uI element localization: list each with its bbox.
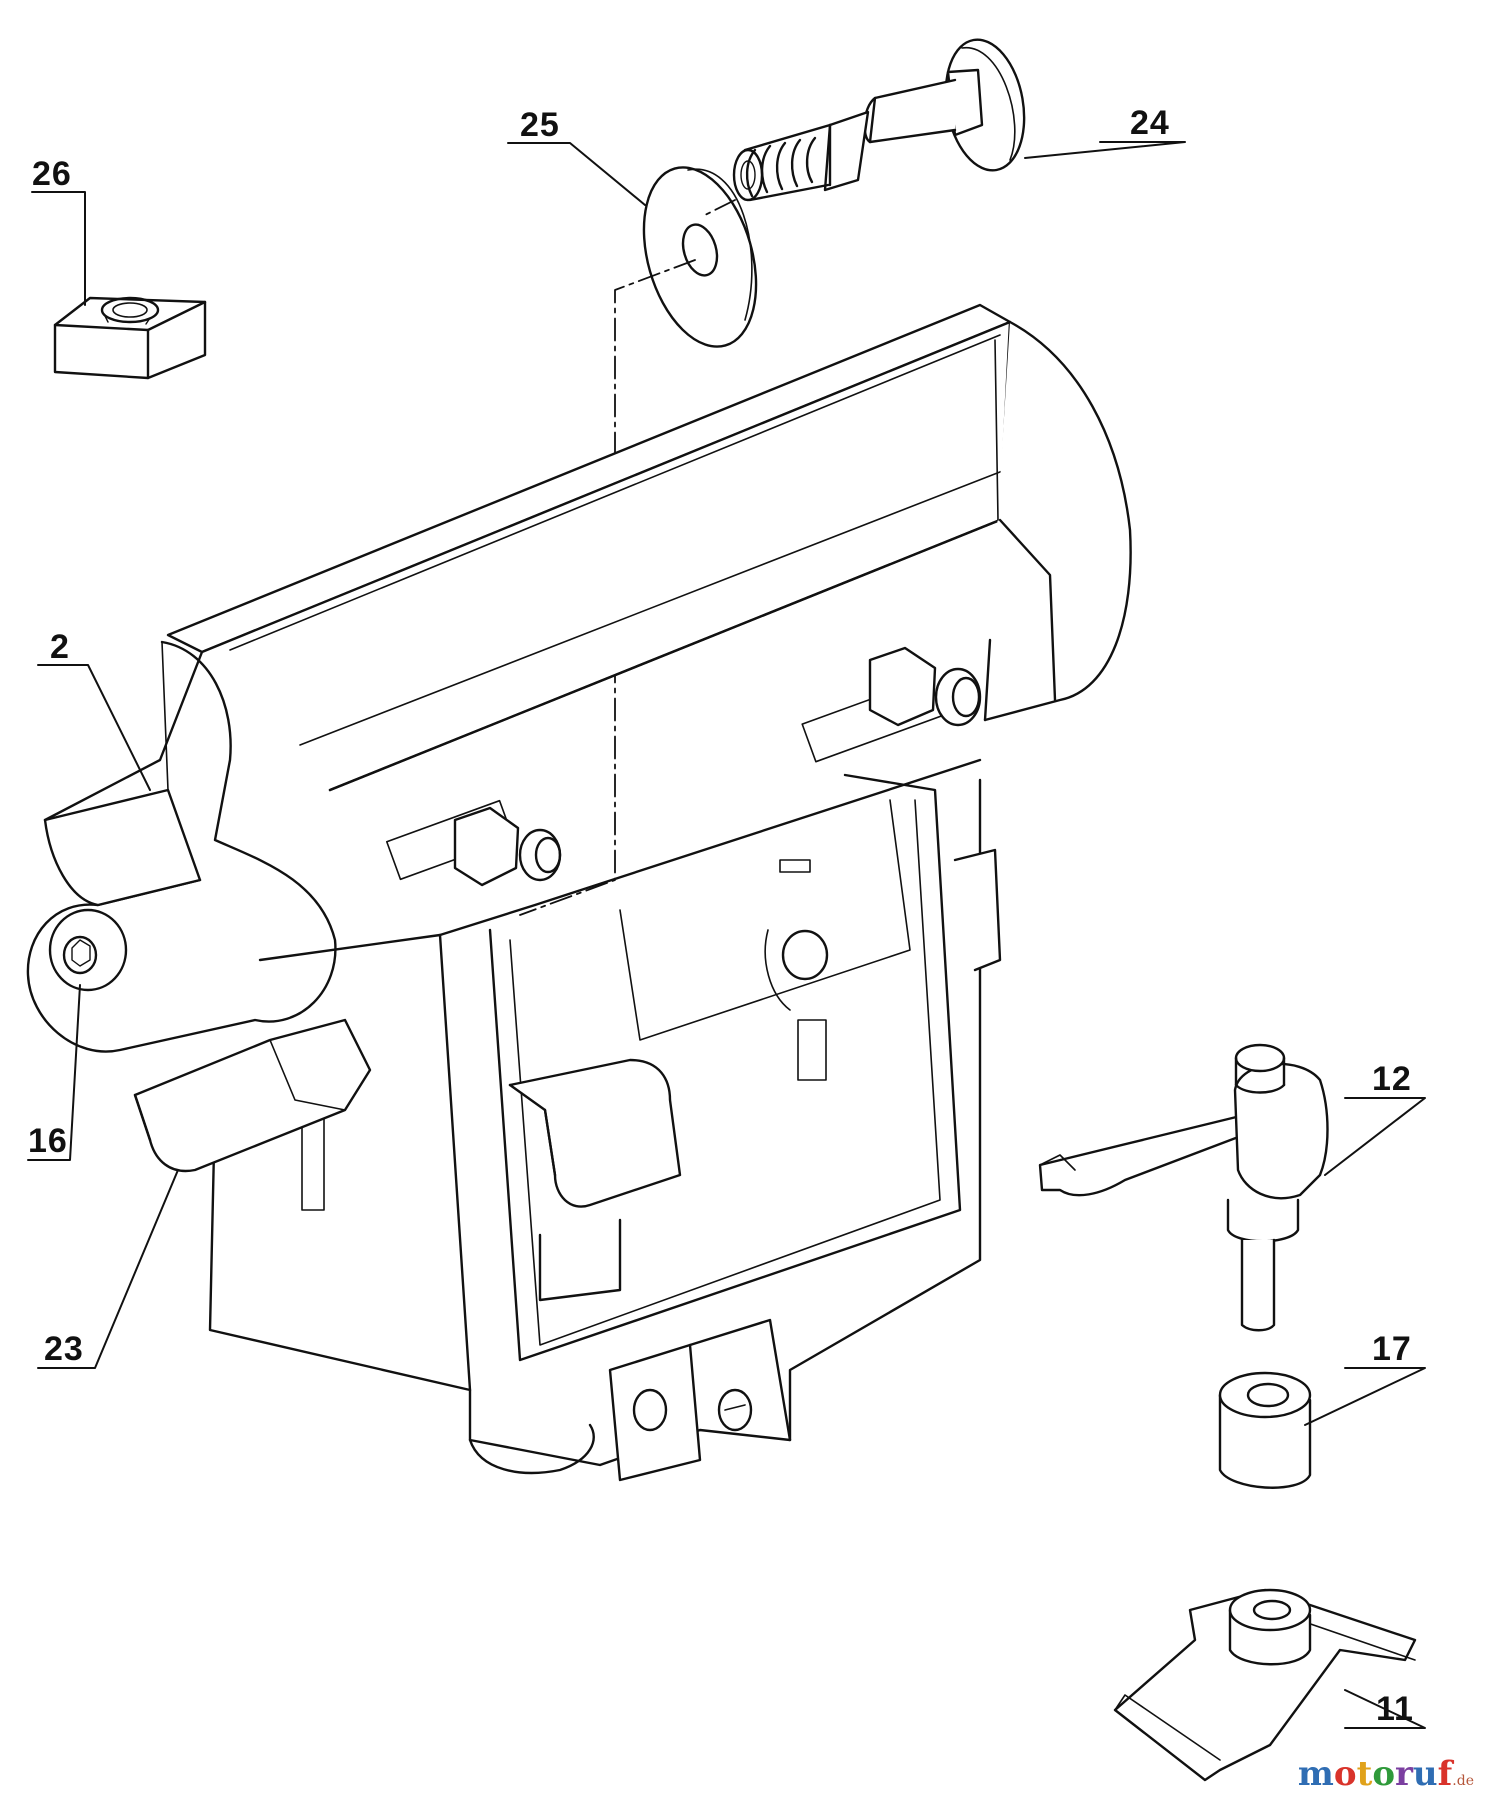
flat-washer-25: [642, 166, 758, 348]
callout-11: 11: [1376, 1690, 1414, 1728]
callout-16: 16: [28, 1122, 68, 1160]
square-nut-26: [53, 296, 207, 380]
watermark-suffix: .de: [1452, 1773, 1474, 1789]
locking-lever-12: [1038, 1043, 1329, 1332]
hex-nut-left: [453, 806, 562, 887]
clamp-plate-11: [1113, 1588, 1417, 1782]
callout-12: 12: [1372, 1060, 1412, 1098]
watermark-letter: o: [1333, 1754, 1357, 1794]
callout-26: 26: [32, 155, 72, 193]
hex-nut-right: [868, 646, 982, 727]
bracket-housing-2: [26, 303, 1132, 1482]
carriage-bolt-24: [732, 38, 1026, 202]
callout-23: 23: [44, 1330, 84, 1368]
callout-leaders: [27, 141, 1426, 1729]
callout-2: 2: [50, 628, 70, 666]
watermark-letter: u: [1412, 1754, 1438, 1794]
watermark-letter: f: [1437, 1754, 1453, 1794]
watermark-logo: motoruf.de: [1298, 1754, 1474, 1794]
callout-25: 25: [520, 106, 560, 144]
watermark-letter: r: [1395, 1754, 1413, 1794]
hex-socket-screw-16: [48, 908, 128, 992]
clamp-lever-23: [133, 1018, 372, 1173]
watermark-letter: m: [1297, 1754, 1334, 1794]
watermark-letter: t: [1356, 1754, 1373, 1794]
callout-24: 24: [1130, 104, 1170, 142]
watermark-letter: o: [1372, 1754, 1395, 1794]
spacer-17: [1218, 1371, 1312, 1489]
callout-17: 17: [1372, 1330, 1412, 1368]
